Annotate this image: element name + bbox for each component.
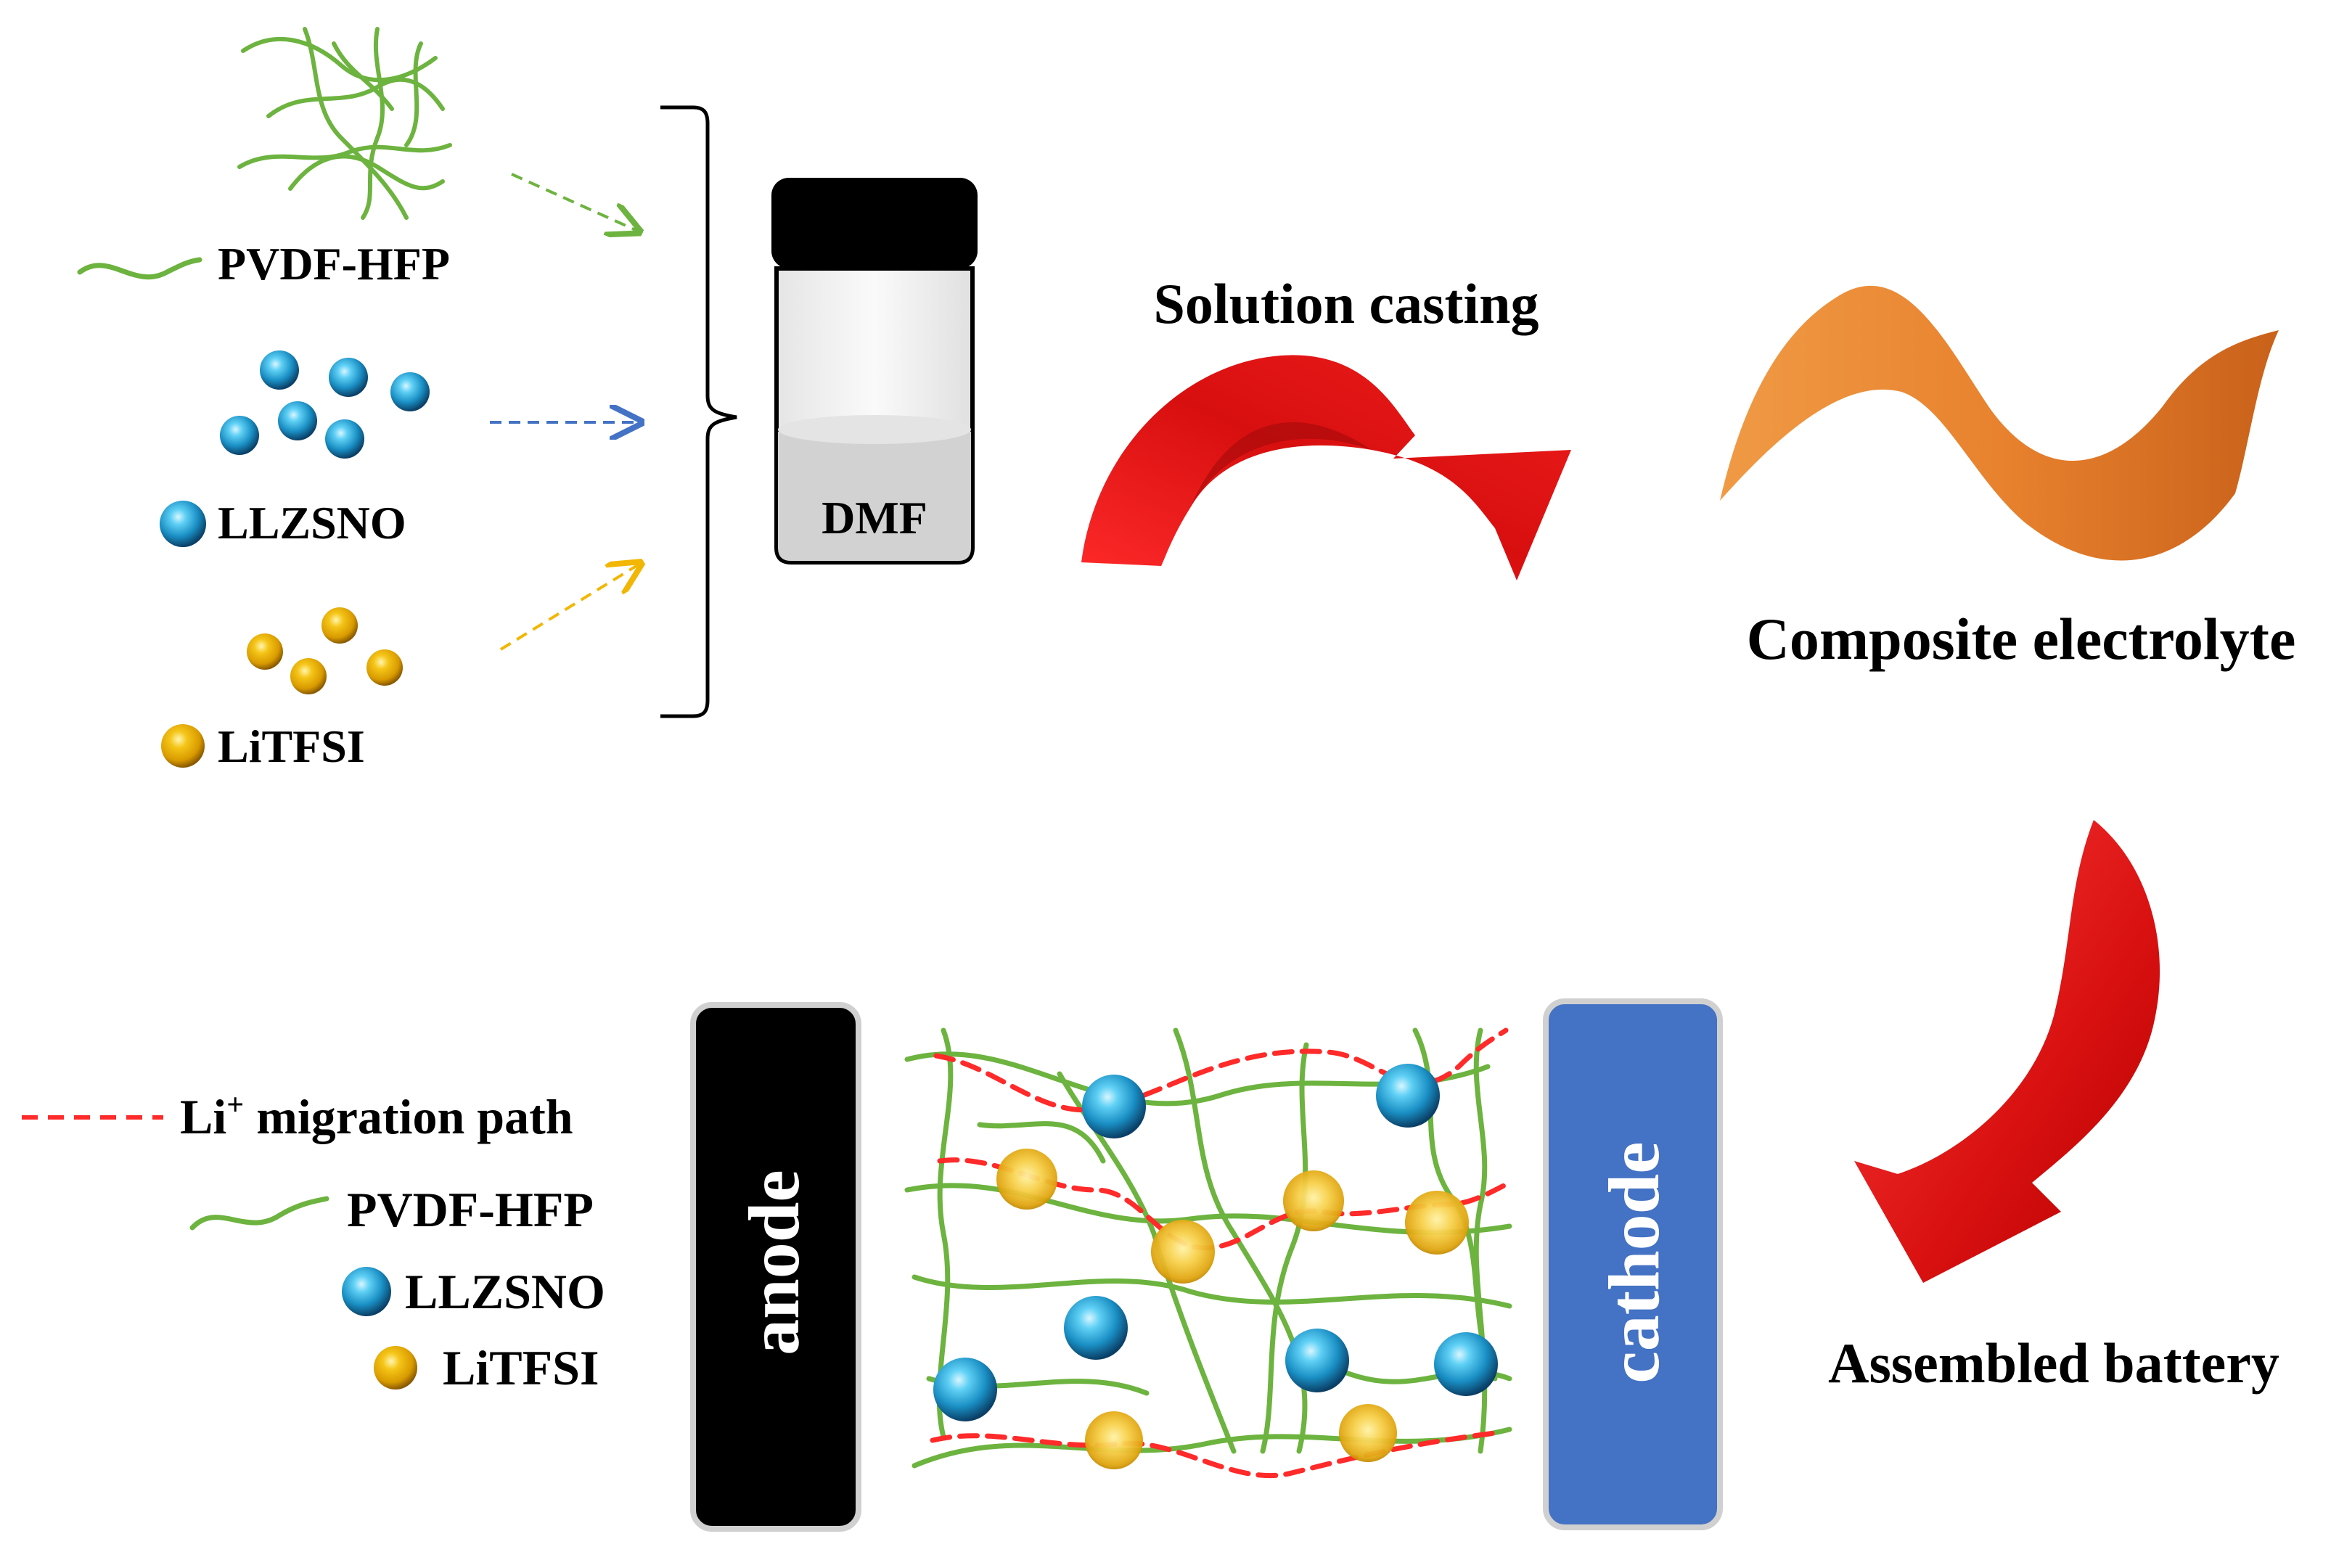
salt-feed-arrow <box>499 565 639 651</box>
composite-electrolyte-label: Composite electrolyte <box>1747 606 2296 672</box>
polymer-tangle <box>237 27 452 220</box>
llzsno-label: LLZSNO <box>218 497 406 549</box>
legend-litfsi-label: LiTFSI <box>443 1340 599 1395</box>
legend-pvdf-wave <box>189 1196 329 1231</box>
anode-label: anode <box>734 1170 814 1355</box>
litfsi-particles <box>247 607 403 694</box>
cathode-electrode <box>1543 998 1723 1530</box>
dmf-label: DMF <box>822 492 927 543</box>
legend-llzsno-label: LLZSNO <box>405 1264 605 1319</box>
litfsi-label: LiTFSI <box>218 721 365 772</box>
legend-migration-label: Li+ migration path <box>180 1088 573 1144</box>
legend-llzsno-particle <box>342 1267 391 1316</box>
anode-electrode <box>690 1002 861 1532</box>
litfsi-legend-particle <box>161 724 205 768</box>
legend-litfsi-particle <box>374 1346 417 1390</box>
pvdf-legend-wave <box>77 257 202 280</box>
composite-film <box>1720 285 2279 561</box>
polymer-feed-arrow <box>511 173 637 231</box>
dmf-vial <box>771 178 978 565</box>
cathode-label: cathode <box>1594 1141 1674 1383</box>
llzsno-particles <box>220 350 430 459</box>
pvdf-label: PVDF-HFP <box>218 238 450 290</box>
assembled-battery-label: Assembled battery <box>1828 1331 2279 1395</box>
llzsno-legend-particle <box>160 501 206 547</box>
casting-arrow <box>1081 355 1571 580</box>
litfsi-in-electrolyte <box>996 1149 1469 1469</box>
legend-pvdf-label: PVDF-HFP <box>347 1182 594 1237</box>
solution-casting-label: Solution casting <box>1154 272 1539 335</box>
assembly-arrow <box>1854 820 2160 1283</box>
llzsno-in-electrolyte <box>933 1064 1498 1421</box>
mixing-brace <box>660 105 737 718</box>
